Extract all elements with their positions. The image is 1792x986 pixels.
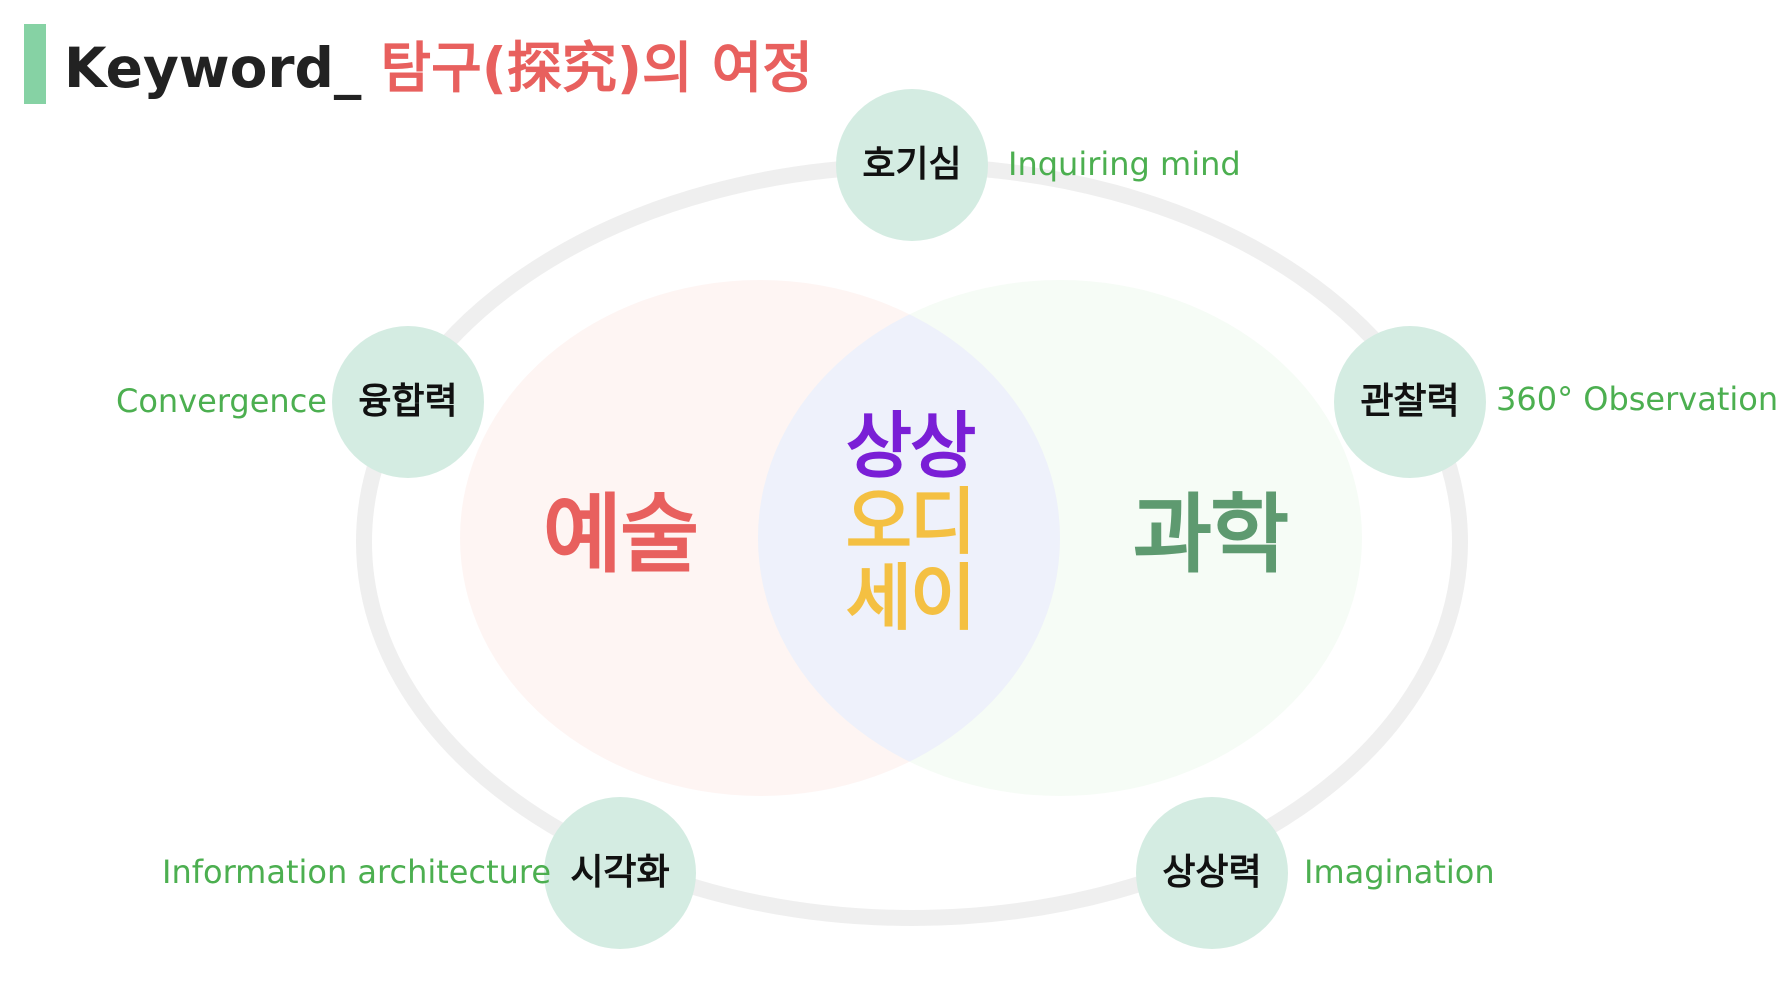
page-title: Keyword_ 탐구(探究)의 여정 bbox=[64, 28, 813, 108]
node-en-curiosity: Inquiring mind bbox=[1008, 145, 1241, 183]
node-en-observation: 360° Observation bbox=[1496, 380, 1779, 418]
venn-label-art: 예술 bbox=[542, 485, 699, 585]
node-label-curiosity: 호기심 bbox=[862, 144, 962, 185]
title-accent-bar bbox=[24, 24, 46, 104]
title-keyword: Keyword_ bbox=[64, 36, 381, 100]
node-en-visualization: Information architecture bbox=[162, 853, 552, 891]
node-label-visualization: 시각화 bbox=[570, 852, 670, 893]
node-circle-convergence bbox=[332, 326, 484, 478]
title-korean: 탐구(探究)의 여정 bbox=[380, 36, 813, 100]
venn-center-label: 상상 오디 세이 bbox=[800, 408, 1020, 636]
node-circle-visualization bbox=[544, 797, 696, 949]
node-en-convergence: Convergence bbox=[116, 382, 327, 420]
center-line-3: 세이 bbox=[845, 556, 976, 640]
node-label-convergence: 융합력 bbox=[358, 381, 458, 422]
node-en-imagination: Imagination bbox=[1304, 853, 1495, 891]
venn-overlap bbox=[758, 280, 1060, 796]
node-circle-curiosity bbox=[836, 89, 988, 241]
node-circle-imagination bbox=[1136, 797, 1288, 949]
venn-label-science: 과학 bbox=[1132, 485, 1289, 585]
node-circle-observation bbox=[1334, 326, 1486, 478]
node-label-observation: 관찰력 bbox=[1360, 381, 1460, 422]
center-line-1: 상상 bbox=[845, 404, 976, 488]
node-label-imagination: 상상력 bbox=[1162, 852, 1262, 893]
center-line-2: 오디 bbox=[845, 480, 976, 564]
